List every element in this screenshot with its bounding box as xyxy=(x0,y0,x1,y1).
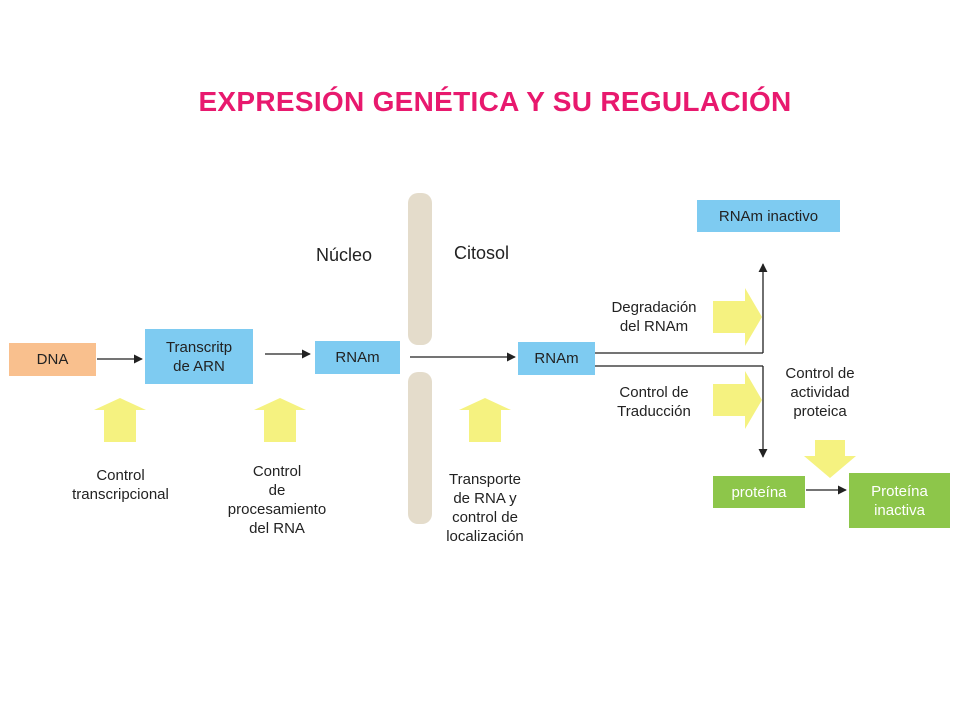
dna-box: DNA xyxy=(9,343,96,376)
control-arrow-processing xyxy=(254,398,306,442)
control-translation-label: Control de Traducción xyxy=(617,384,691,420)
control-transport-label: Transporte de RNA y control de localizac… xyxy=(446,471,524,545)
page-title: EXPRESIÓN GENÉTICA Y SU REGULACIÓN xyxy=(198,86,792,117)
control-arrow-protein-activity xyxy=(804,440,856,478)
control-arrow-degradation xyxy=(713,288,762,346)
control-processing-label: Control de procesamiento del RNA xyxy=(227,463,327,537)
control-protein-activity-label: Control de actividad proteica xyxy=(785,365,855,420)
protein-box: proteína xyxy=(713,476,805,508)
rnam-inactive-box: RNAm inactivo xyxy=(697,200,840,232)
rnam-nucleus-box: RNAm xyxy=(315,341,400,374)
nucleus-label: Núcleo xyxy=(316,245,373,265)
transcript-box: Transcritp de ARN xyxy=(145,329,253,384)
protein-inactive-box: Proteína inactiva xyxy=(849,473,950,528)
control-transcriptional-label: Control transcripcional xyxy=(72,467,169,503)
nuclear-membrane-upper xyxy=(408,193,432,345)
control-arrow-translation xyxy=(713,371,762,429)
control-degradation-label: Degradación del RNAm xyxy=(611,299,697,335)
control-arrow-transport xyxy=(459,398,511,442)
cytosol-label: Citosol xyxy=(454,243,510,263)
control-arrow-transcriptional xyxy=(94,398,146,442)
nuclear-membrane-lower xyxy=(408,372,432,524)
rnam-cytosol-box: RNAm xyxy=(518,342,595,375)
